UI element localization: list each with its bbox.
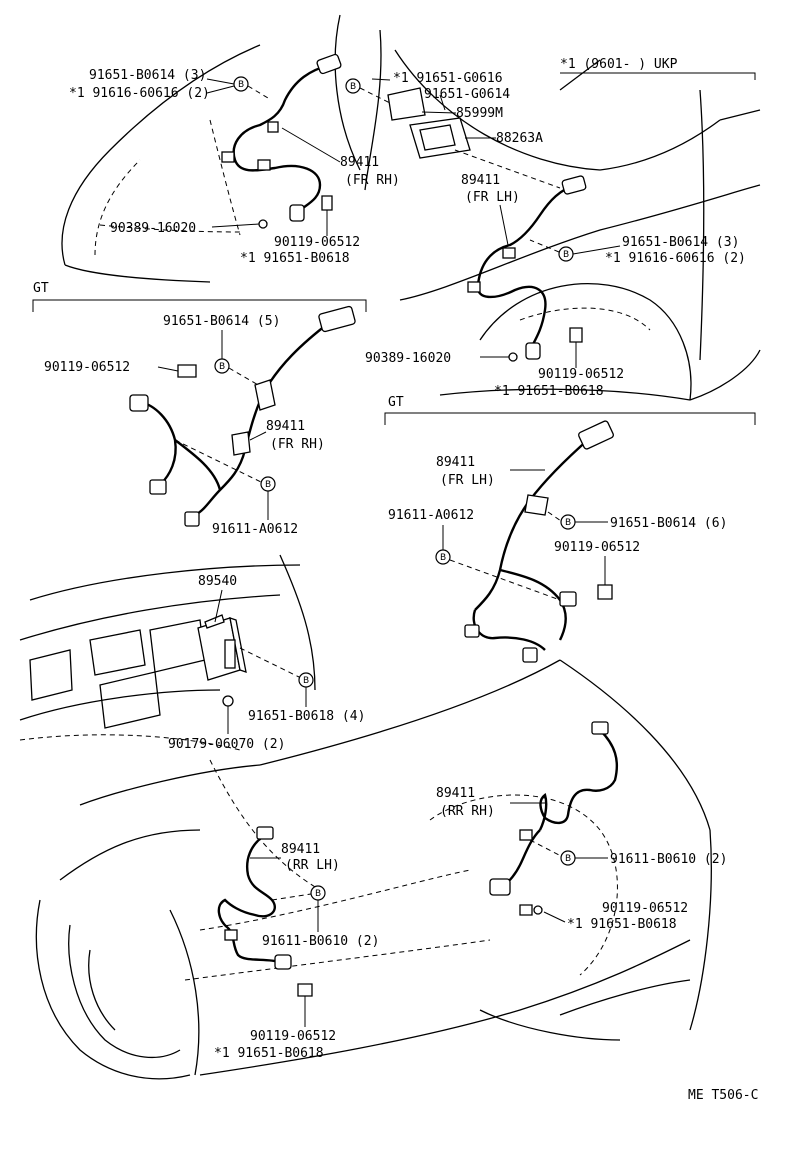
svg-text:B: B <box>315 889 321 899</box>
callout-89411-fr-lh-side: (FR LH) <box>465 190 520 205</box>
callout-89411-gt-rh-side: (FR RH) <box>270 437 325 452</box>
callout-89411-fr-rh: 89411 <box>340 155 379 170</box>
abs-computer-89540 <box>197 614 247 707</box>
b-marker-gt-lh-left: B <box>435 549 451 565</box>
callout-91611-b0610-rr-rh: 91611-B0610 (2) <box>610 852 727 867</box>
gt-fr-lh-speed-sensor <box>464 420 614 663</box>
front-body-outline-left <box>61 14 382 283</box>
callout-89411-rr-lh-side: (RR LH) <box>285 858 340 873</box>
callout-91611-a0612-gt-rh: 91611-A0612 <box>212 522 298 537</box>
front-body-outline-right <box>394 49 761 401</box>
callout-91651-b0618-rr-lh: *1 91651-B0618 <box>214 1046 324 1061</box>
callout-90389-16020-fr-rh: 90389-16020 <box>110 221 196 236</box>
callout-91611-a0612-gt-lh: 91611-A0612 <box>388 508 474 523</box>
callout-91616-60616-fr-rh: *1 91616-60616 (2) <box>69 86 210 101</box>
callout-90119-06512-fr-rh: 90119-06512 <box>274 235 360 250</box>
b-marker-fr-rh-top: B <box>233 76 249 92</box>
callout-90119-06512-gt-rh: 90119-06512 <box>44 360 130 375</box>
callout-89411-fr-rh-side: (FR RH) <box>345 173 400 188</box>
gt-label-right: GT <box>388 395 404 410</box>
callout-91651-b0614-fr-rh: 91651-B0614 (3) <box>89 68 206 83</box>
callout-90179-06070: 90179-06070 (2) <box>168 737 285 752</box>
callout-91651-b0614-gt-rh: 91651-B0614 (5) <box>163 314 280 329</box>
ukp-note-bracket: *1 (9601- ) UKP <box>560 57 756 80</box>
callout-90389-16020-fr-lh: 90389-16020 <box>365 351 451 366</box>
callout-91616-60616-fr-lh: *1 91616-60616 (2) <box>605 251 746 266</box>
callout-90119-06512-fr-lh: 90119-06512 <box>538 367 624 382</box>
dashboard-outline <box>19 554 316 751</box>
callout-91651-b0618-fr-lh: *1 91651-B0618 <box>494 384 604 399</box>
callout-91651-b0618-fr-rh: *1 91651-B0618 <box>240 251 350 266</box>
callout-91611-b0610-rr-lh: 91611-B0610 (2) <box>262 934 379 949</box>
gt-bracket-left: GT <box>32 281 367 312</box>
callout-89411-gt-rh: 89411 <box>266 419 305 434</box>
rr-lh-speed-sensor <box>217 826 313 997</box>
callout-90119-06512-gt-lh: 90119-06512 <box>554 540 640 555</box>
ukp-note: *1 (9601- ) UKP <box>560 57 678 72</box>
callout-91651-b0618-rr-rh: *1 91651-B0618 <box>567 917 677 932</box>
gt-fr-rh-speed-sensor <box>129 305 356 527</box>
b-marker-gt-lh-right: B <box>560 514 576 530</box>
b-marker-gt-rh-top: B <box>214 358 230 374</box>
callout-89540: 89540 <box>198 574 237 589</box>
callout-89411-gt-lh: 89411 <box>436 455 475 470</box>
b-marker-rr-lh: B <box>310 885 326 901</box>
rr-rh-speed-sensor <box>489 721 619 916</box>
callout-89411-fr-lh: 89411 <box>461 173 500 188</box>
b-marker-gt-rh-bottom: B <box>260 476 276 492</box>
gt-label-left: GT <box>33 281 49 296</box>
b-marker-rr-rh: B <box>560 850 576 866</box>
rear-body-outline <box>35 659 712 1080</box>
callout-91651-b0614-fr-lh: 91651-B0614 (3) <box>622 235 739 250</box>
svg-text:B: B <box>303 676 309 686</box>
callout-89411-rr-rh: 89411 <box>436 786 475 801</box>
callout-85999m: 85999M <box>456 106 503 121</box>
callout-89411-rr-rh-side: (RR RH) <box>440 804 495 819</box>
svg-text:B: B <box>563 250 569 260</box>
figure-code: ME T506-C <box>688 1088 758 1103</box>
callout-89411-gt-lh-side: (FR LH) <box>440 473 495 488</box>
svg-text:B: B <box>565 854 571 864</box>
svg-text:B: B <box>350 82 356 92</box>
svg-text:B: B <box>440 553 446 563</box>
b-marker-ecu: B <box>345 78 361 94</box>
fr-rh-speed-sensor <box>221 53 342 229</box>
callout-91651-b0618-dash: 91651-B0618 (4) <box>248 709 365 724</box>
callout-88263a: 88263A <box>496 131 543 146</box>
callout-91651-g0614: 91651-G0614 <box>424 87 510 102</box>
callout-91651-g0616: *1 91651-G0616 <box>393 71 503 86</box>
callout-91651-b0614-gt-lh: 91651-B0614 (6) <box>610 516 727 531</box>
callout-90119-06512-rr-lh: 90119-06512 <box>250 1029 336 1044</box>
svg-text:B: B <box>238 80 244 90</box>
svg-text:B: B <box>219 362 225 372</box>
abs-relay-bracket <box>387 87 471 159</box>
b-marker-dash: B <box>298 672 314 688</box>
callout-90119-06512-rr-rh: 90119-06512 <box>602 901 688 916</box>
fr-lh-speed-sensor <box>467 175 587 362</box>
svg-text:B: B <box>565 518 571 528</box>
svg-text:B: B <box>265 480 271 490</box>
gt-bracket-right: GT <box>384 395 756 425</box>
b-marker-fr-lh: B <box>558 246 574 262</box>
callout-89411-rr-lh: 89411 <box>281 842 320 857</box>
